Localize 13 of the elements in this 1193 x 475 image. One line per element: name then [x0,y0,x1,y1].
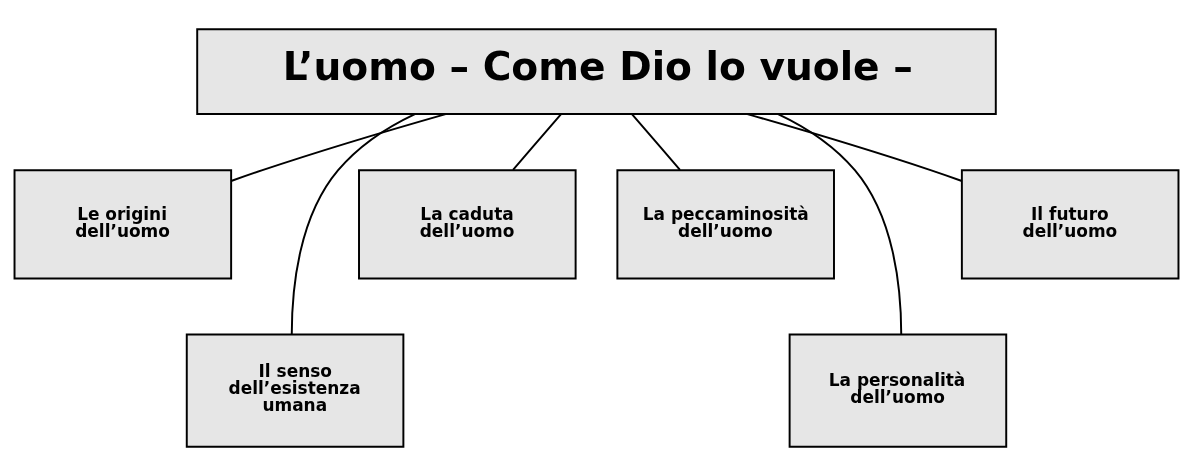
node-box: Le origini dell’uomo [13,168,233,279]
node-box: L’uomo – Come Dio lo vuole – [196,27,997,115]
connector [290,112,416,335]
connector [631,112,681,171]
node-box: Il futuro dell’uomo [960,168,1180,279]
connector [746,112,963,182]
connector [230,112,447,182]
connector [777,112,903,335]
node-box: La peccaminosità dell’uomo [616,168,835,279]
node-box: La caduta dell’uomo [358,168,577,279]
node-box: Il senso dell’esistenza umana [185,333,405,448]
node-box: La personalità dell’uomo [788,333,1008,448]
connector [512,112,562,171]
